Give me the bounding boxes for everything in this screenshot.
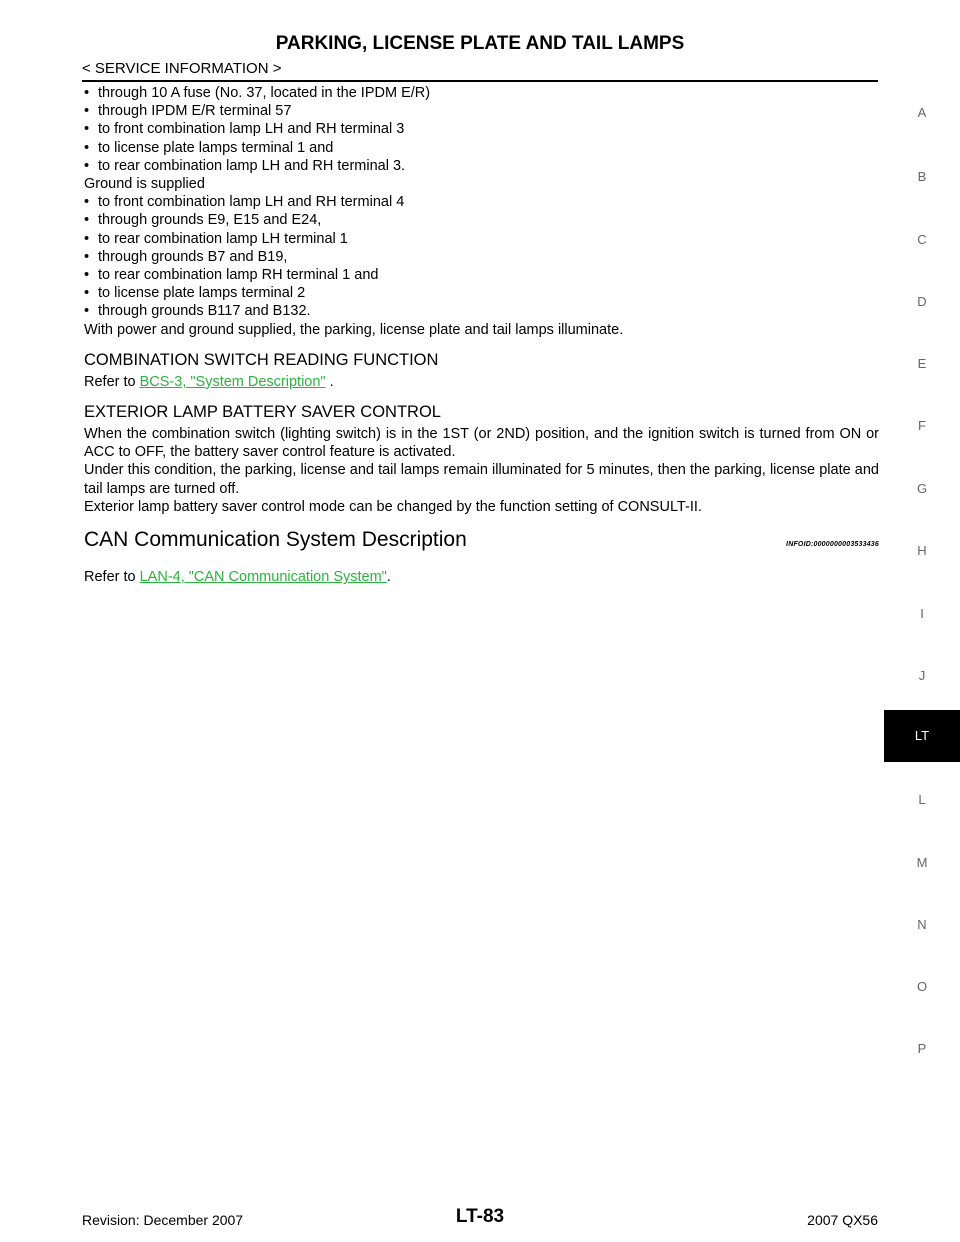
combination-switch-reference: Refer to BCS-3, "System Description" .: [84, 373, 879, 391]
list-item: through IPDM E/R terminal 57: [84, 102, 879, 120]
refer-suffix: .: [386, 569, 391, 586]
list-item: to rear combination lamp LH terminal 1: [84, 230, 879, 248]
list-item: to rear combination lamp LH and RH termi…: [84, 157, 879, 175]
tab-b[interactable]: B: [917, 169, 927, 184]
tab-c[interactable]: C: [917, 232, 927, 247]
battery-saver-heading: EXTERIOR LAMP BATTERY SAVER CONTROL: [84, 403, 441, 422]
page-title: PARKING, LICENSE PLATE AND TAIL LAMPS: [275, 33, 685, 54]
tab-o[interactable]: O: [916, 979, 928, 994]
list-item: to license plate lamps terminal 2: [84, 284, 879, 302]
refer-prefix: Refer to: [84, 569, 140, 586]
tab-e[interactable]: E: [917, 356, 927, 371]
tab-n[interactable]: N: [917, 917, 927, 932]
lan-4-link[interactable]: LAN-4, "CAN Communication System": [139, 569, 387, 586]
list-item: to license plate lamps terminal 1 and: [84, 139, 879, 157]
list-item: through grounds B117 and B132.: [84, 302, 879, 320]
breadcrumb: < SERVICE INFORMATION >: [82, 60, 282, 77]
can-heading: CAN Communication System Description: [84, 528, 467, 552]
tab-j[interactable]: J: [918, 668, 926, 683]
refer-suffix: .: [325, 373, 334, 390]
can-section-header: CAN Communication System Description INF…: [84, 528, 879, 554]
ground-label: Ground is supplied: [84, 176, 205, 193]
list-item: to front combination lamp LH and RH term…: [84, 193, 879, 211]
list-item: to rear combination lamp RH terminal 1 a…: [84, 266, 879, 284]
footer-model: 2007 QX56: [807, 1212, 878, 1228]
power-path-list: through 10 A fuse (No. 37, located in th…: [84, 84, 879, 175]
info-id: INFOID:0000000003533436: [786, 541, 879, 549]
main-content: through 10 A fuse (No. 37, located in th…: [84, 84, 879, 586]
tab-d[interactable]: D: [917, 294, 927, 309]
list-item: through grounds E9, E15 and E24,: [84, 211, 879, 229]
tab-l[interactable]: L: [918, 792, 926, 807]
tab-p[interactable]: P: [917, 1041, 927, 1056]
tab-i[interactable]: I: [920, 606, 924, 621]
list-item: through 10 A fuse (No. 37, located in th…: [84, 84, 879, 102]
footer-revision: Revision: December 2007: [82, 1212, 244, 1228]
battery-saver-paragraph: Exterior lamp battery saver control mode…: [84, 498, 702, 515]
tab-g[interactable]: G: [916, 481, 928, 496]
battery-saver-paragraph: When the combination switch (lighting sw…: [84, 426, 879, 461]
tab-m[interactable]: M: [916, 855, 928, 870]
header-divider: [82, 80, 878, 82]
footer-page-number: LT-83: [455, 1206, 505, 1227]
bcs-3-link[interactable]: BCS-3, "System Description": [139, 373, 326, 390]
tab-f[interactable]: F: [918, 418, 926, 433]
can-reference: Refer to LAN-4, "CAN Communication Syste…: [84, 568, 879, 586]
battery-saver-paragraph: Under this condition, the parking, licen…: [84, 462, 879, 497]
refer-prefix: Refer to: [84, 373, 140, 390]
ground-path-list: to front combination lamp LH and RH term…: [84, 193, 879, 320]
list-item: to front combination lamp LH and RH term…: [84, 120, 879, 138]
tab-lt-active[interactable]: LT: [884, 710, 960, 762]
tab-h[interactable]: H: [917, 543, 927, 558]
summary-text: With power and ground supplied, the park…: [84, 321, 624, 338]
tab-a[interactable]: A: [917, 105, 927, 120]
combination-switch-heading: COMBINATION SWITCH READING FUNCTION: [84, 350, 439, 369]
list-item: through grounds B7 and B19,: [84, 248, 879, 266]
